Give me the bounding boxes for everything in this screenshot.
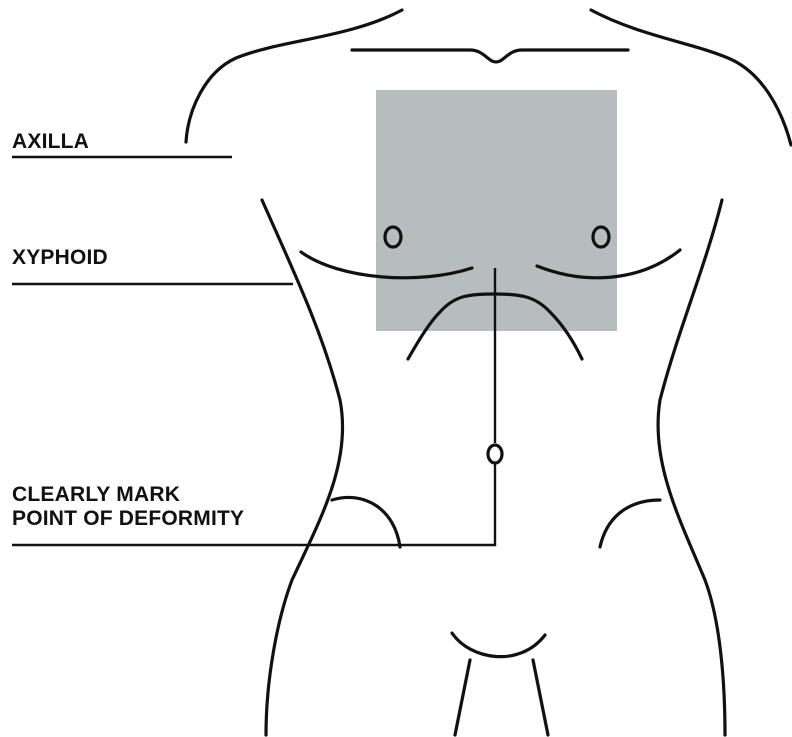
groin-curve [452,633,545,657]
left-hip-curve [332,497,400,547]
deformity-label-line-1: CLEARLY MARK [12,483,244,507]
right-hip-curve [600,500,660,547]
left-neck-shoulder-line [186,10,402,142]
right-torso-outline [658,200,725,735]
axilla-label-text: AXILLA [12,130,89,154]
axilla-label: AXILLA [12,130,89,154]
left-torso-outline [262,200,343,735]
right-neck-shoulder-line [591,10,791,145]
navel [488,445,502,463]
left-inner-leg [455,660,470,735]
deformity-label-line-2: POINT OF DEFORMITY [12,507,244,531]
clavicle-line [352,50,628,62]
xyphoid-label-text: XYPHOID [12,246,108,270]
xyphoid-label: XYPHOID [12,246,108,270]
right-inner-leg [533,660,548,735]
deformity-label: CLEARLY MARK POINT OF DEFORMITY [12,483,244,531]
